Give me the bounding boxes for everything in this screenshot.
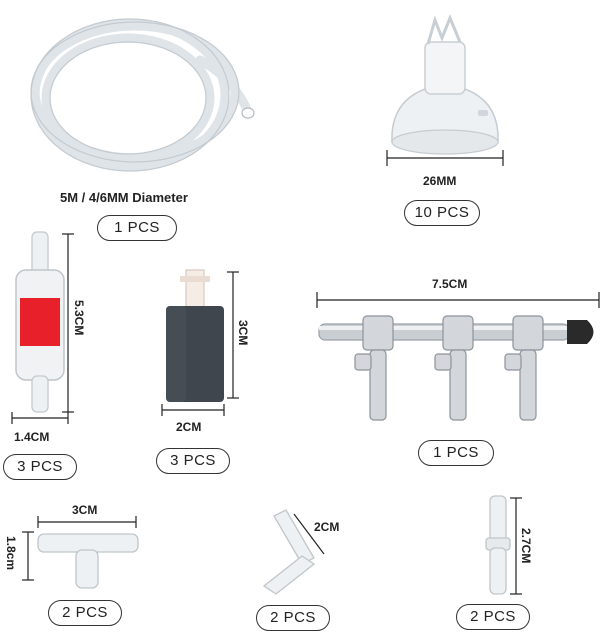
elbow-connector-icon bbox=[262, 509, 316, 595]
straight-connector-dimension: 2.7CM bbox=[519, 528, 533, 564]
air-stone-height: 3CM bbox=[236, 320, 250, 346]
elbow-connector-dimension: 2CM bbox=[314, 520, 340, 534]
elbow-connector-dimension-line bbox=[293, 513, 325, 555]
manifold-icon bbox=[318, 315, 594, 421]
straight-connector-quantity: 2 PCS bbox=[456, 604, 530, 630]
t-connector-quantity: 2 PCS bbox=[48, 600, 122, 626]
check-valve-width: 1.4CM bbox=[14, 430, 50, 444]
suction-cup-quantity: 10 PCS bbox=[404, 200, 480, 226]
air-stone-quantity: 3 PCS bbox=[156, 448, 230, 474]
t-connector-icon bbox=[37, 533, 139, 589]
air-stone-icon bbox=[166, 269, 224, 402]
t-connector-width: 3CM bbox=[72, 503, 98, 517]
straight-connector-icon bbox=[485, 495, 511, 595]
check-valve-width-line bbox=[11, 412, 69, 424]
t-connector-height-line bbox=[22, 531, 34, 581]
tubing-quantity: 1 PCS bbox=[97, 215, 177, 241]
air-stone-height-line bbox=[227, 271, 239, 399]
elbow-connector-quantity: 2 PCS bbox=[256, 605, 330, 631]
suction-cup-icon bbox=[391, 14, 499, 155]
straight-connector-dimension-line bbox=[510, 497, 522, 595]
air-stone-width-line bbox=[161, 404, 225, 416]
t-connector-width-line bbox=[37, 516, 137, 528]
manifold-dimension: 7.5CM bbox=[432, 277, 468, 291]
tubing-icon bbox=[30, 18, 255, 172]
tubing-dimension: 5M / 4/6MM Diameter bbox=[60, 190, 188, 205]
air-stone-width: 2CM bbox=[176, 420, 202, 434]
suction-cup-dimension: 26MM bbox=[423, 174, 457, 188]
t-connector-height: 1.8cm bbox=[4, 536, 18, 571]
check-valve-quantity: 3 PCS bbox=[3, 454, 77, 480]
manifold-dimension-line bbox=[316, 292, 600, 308]
suction-cup-dimension-line bbox=[386, 150, 504, 166]
check-valve-icon bbox=[15, 231, 65, 413]
manifold-quantity: 1 PCS bbox=[418, 440, 494, 466]
check-valve-height: 5.3CM bbox=[72, 300, 86, 336]
